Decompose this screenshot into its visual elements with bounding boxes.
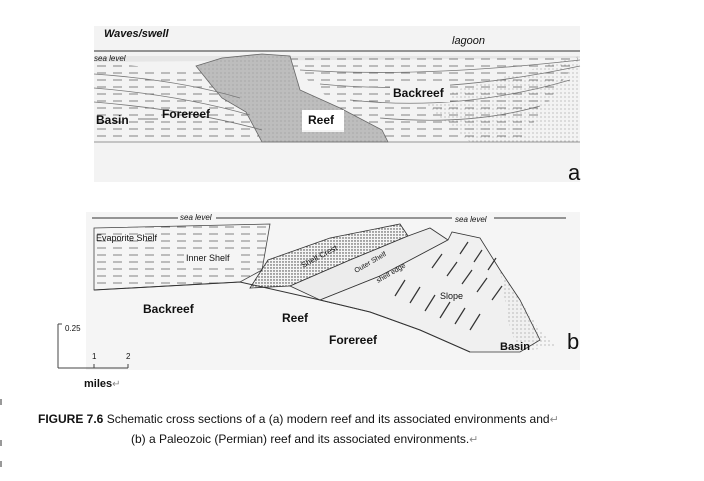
caption-line-2: (b) a Paleozoic (Permian) reef and its a… (131, 429, 478, 450)
diagram-b: sea level sea level Evaporite Shelf Inne… (86, 212, 580, 370)
caption-line-1: FIGURE 7.6 Schematic cross sections of a… (38, 409, 559, 430)
sea-level-label-b-right: sea level (455, 215, 487, 224)
basin-fringe-b (500, 270, 556, 352)
left-edge-mark-1 (0, 399, 2, 405)
caption-mark-2: ↵ (469, 434, 479, 446)
reef-label-b: Reef (282, 311, 309, 325)
forereef-label-b: Forereef (329, 333, 378, 347)
caption-text-1: Schematic cross sections of a (a) modern… (103, 412, 550, 426)
left-edge-mark-2 (0, 440, 2, 446)
diagram-b-letter: b (567, 329, 579, 354)
slope-label-b: Slope (440, 291, 463, 301)
scale-tick-2: 2 (126, 352, 131, 361)
slope-hatching-b (394, 241, 503, 331)
forereef-label-a: Forereef (162, 107, 211, 121)
diagram-a-letter: a (568, 160, 581, 185)
waves-swell-label: Waves/swell (104, 28, 170, 40)
reef-label-bg-a (302, 110, 344, 130)
scale-unit-mark: ↵ (112, 379, 120, 390)
figure-label: FIGURE 7.6 (38, 412, 104, 426)
scale-unit: miles↵ (84, 378, 121, 390)
backreef-label-a: Backreef (393, 86, 445, 100)
inner-shelf-label-bg (184, 252, 234, 264)
reef-label-a: Reef (308, 113, 335, 127)
basin-label-b: Basin (500, 341, 530, 353)
lagoon-fill-a (420, 56, 580, 142)
scale-vertical-value: 0.25 (65, 324, 81, 333)
backreef-label-bg-a (390, 84, 450, 102)
basin-label-a: Basin (96, 113, 129, 127)
scale-unit-text: miles (84, 378, 112, 390)
lagoon-label: lagoon (452, 35, 485, 47)
sea-level-label-a: sea level (94, 54, 126, 63)
section-base-b (93, 281, 471, 353)
left-edge-mark-3 (0, 461, 2, 467)
caption-mark-1: ↵ (549, 414, 559, 426)
caption-text-2: (b) a Paleozoic (Permian) reef and its a… (131, 432, 470, 446)
diagram-a: Waves/swell lagoon sea level Basin Forer… (93, 26, 581, 185)
scale-tick-1: 1 (92, 352, 97, 361)
scale-bar: 0.25 1 2 miles↵ (57, 323, 131, 390)
inner-shelf-label: Inner Shelf (186, 253, 230, 263)
backreef-label-b: Backreef (143, 302, 195, 316)
evaporite-shelf-label: Evaporite Shelf (96, 233, 158, 243)
sea-level-label-b-left: sea level (180, 213, 212, 222)
